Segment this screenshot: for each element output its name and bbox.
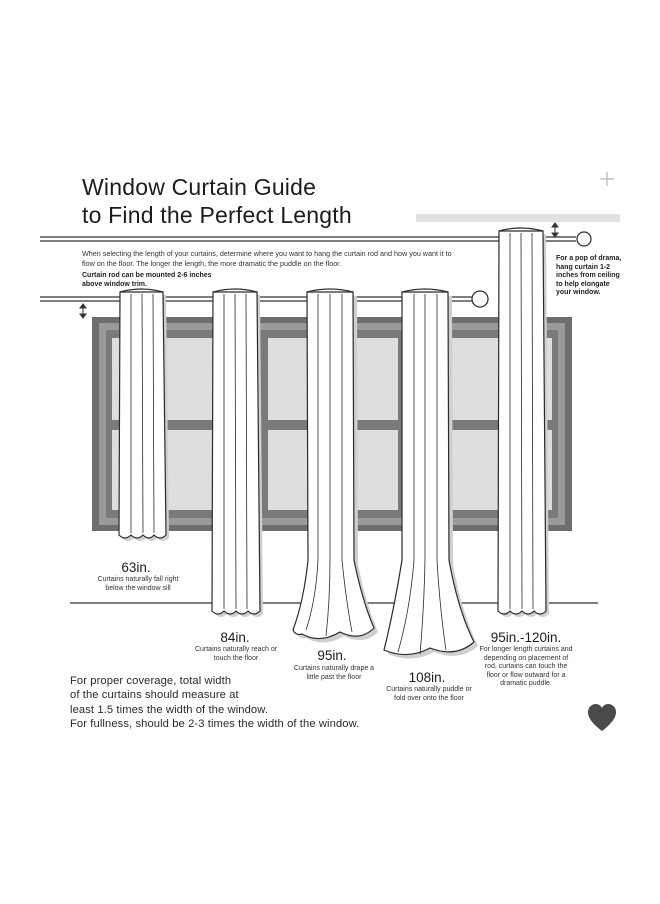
width-guidance-note: For proper coverage, total width of the … (70, 674, 430, 732)
width-note-line-4: For fullness, should be 2-3 times the wi… (70, 718, 360, 731)
rod-mount-note: Curtain rod can be mounted 2-6 inches ab… (82, 272, 212, 288)
length-label-63: 63in. (121, 560, 151, 575)
curtain-63in (118, 288, 169, 541)
double-arrow-icon (551, 222, 559, 238)
width-note-line-1: For proper coverage, total width (70, 675, 232, 687)
length-caption-95: Curtains naturally drape a little past t… (293, 665, 375, 681)
length-label-84: 84in. (220, 630, 250, 645)
drama-note: For a pop of drama, hang curtain 1-2 inc… (556, 255, 622, 297)
title-line-2: to Find the Perfect Length (82, 202, 352, 228)
length-caption-108: Curtains naturally puddle or fold over o… (386, 686, 472, 702)
width-note-line-2: of the curtains should measure at (70, 689, 239, 702)
plus-icon (600, 172, 614, 186)
length-label-95: 95in. (317, 648, 347, 663)
length-caption-84: Curtains naturally reach or touch the fl… (194, 646, 278, 662)
curtain-108in (383, 288, 478, 659)
curtain-84in (211, 288, 263, 617)
ceiling-band (416, 214, 620, 222)
curtain-95in (292, 288, 378, 643)
curtain-95-120in (497, 227, 549, 617)
double-arrow-icon (79, 303, 87, 319)
length-label-95-120: 95in.-120in. (490, 630, 562, 645)
intro-text: When selecting the length of your curtai… (82, 249, 452, 268)
length-label-108: 108in. (408, 670, 446, 685)
heart-icon (588, 704, 616, 731)
upper-curtain-rod (40, 231, 592, 247)
title-line-1: Window Curtain Guide (82, 174, 317, 200)
length-caption-63: Curtains naturally fall right below the … (97, 576, 179, 592)
length-caption-95-120: For longer length curtains and depending… (479, 646, 573, 687)
width-note-line-3: least 1.5 times the width of the window. (70, 703, 269, 716)
